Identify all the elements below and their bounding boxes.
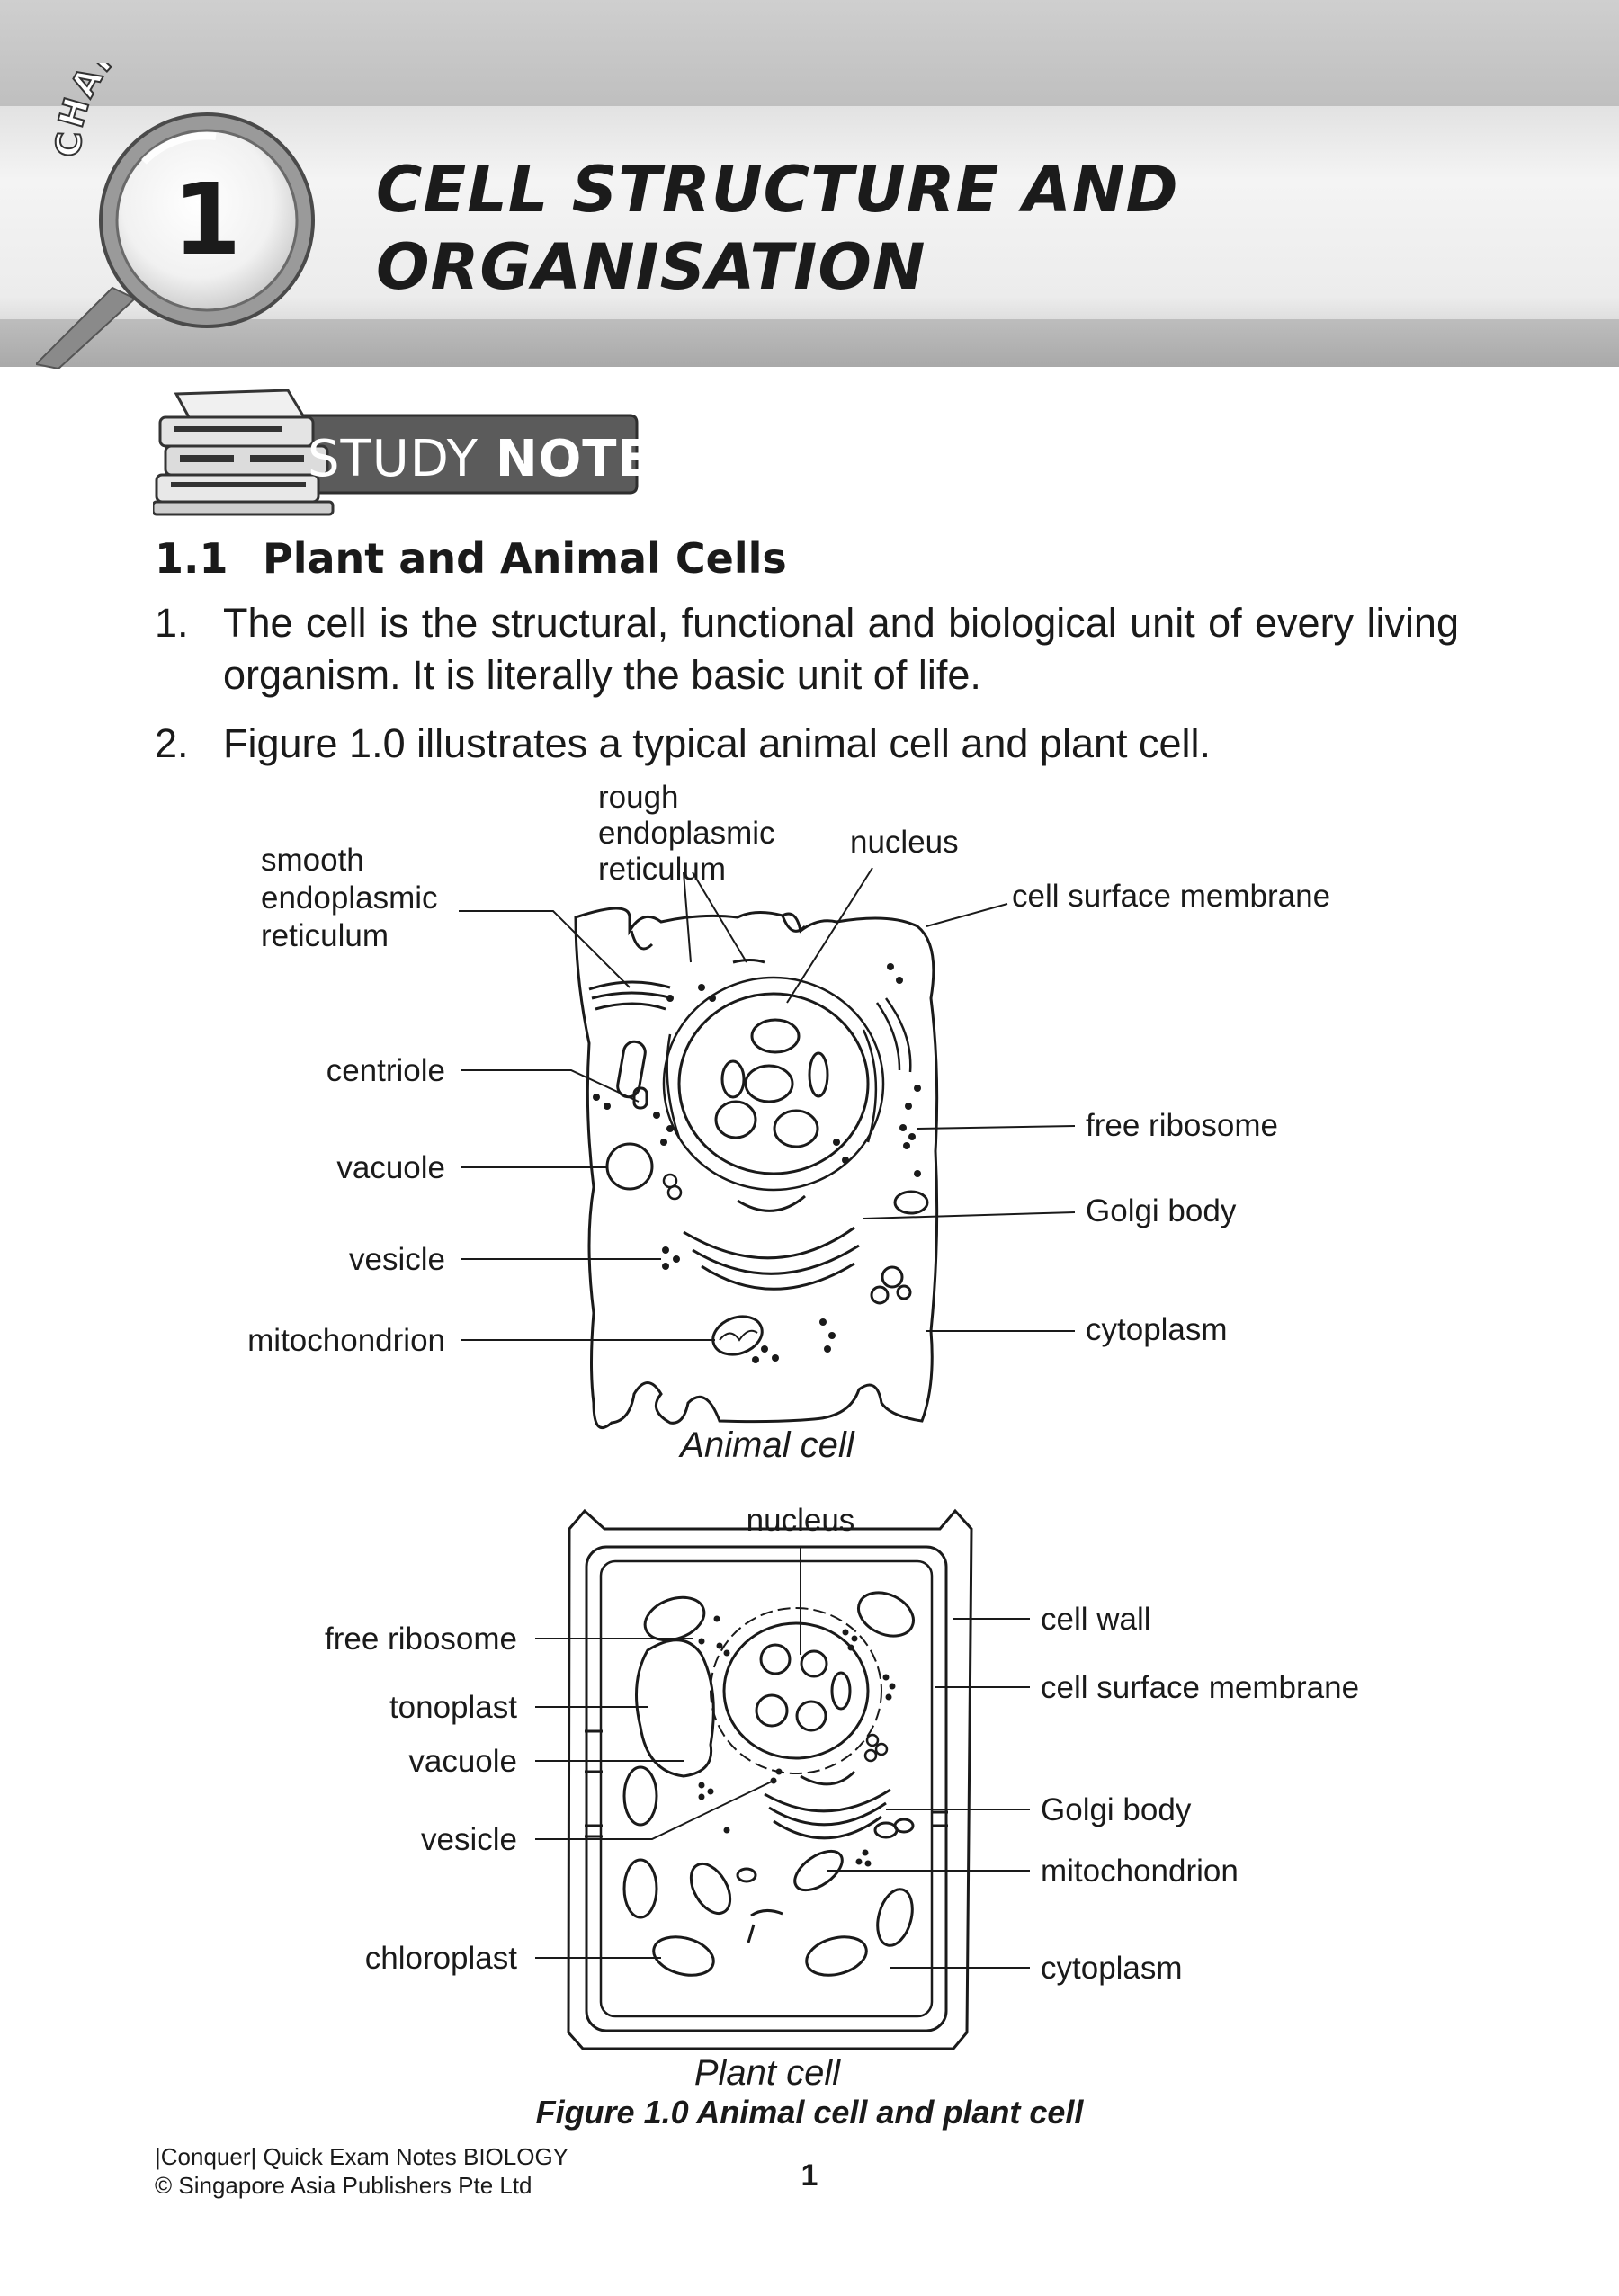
label-free-ribosome: free ribosome <box>1086 1108 1278 1143</box>
plant-cell-wall <box>567 1508 973 2050</box>
label-cytoplasm: cytoplasm <box>1086 1312 1228 1347</box>
label-vesicle: vesicle <box>349 1242 445 1277</box>
label-plant-nucleus: nucleus <box>747 1503 855 1538</box>
paragraph-1: 1. The cell is the structural, functiona… <box>155 597 1459 701</box>
label-mitochondrion: mitochondrion <box>247 1323 445 1358</box>
banner-top-strip <box>0 0 1619 106</box>
paragraph-text: Figure 1.0 illustrates a typical animal … <box>223 720 1212 766</box>
label-cell-wall: cell wall <box>1041 1602 1151 1637</box>
study-notes-light: STUDY <box>308 430 479 488</box>
paragraph-number: 1. <box>155 600 189 646</box>
plant-vacuole <box>635 1639 715 1778</box>
animal-cell-diagram: rough endoplasmic reticulum nucleus smoo… <box>0 773 1619 1475</box>
chapter-title: CELL STRUCTURE AND ORGANISATION <box>376 151 1455 306</box>
chapter-title-line2: ORGANISATION <box>376 230 926 304</box>
footer-credit: |Conquer| Quick Exam Notes BIOLOGY © Sin… <box>155 2142 568 2200</box>
section-number: 1.1 <box>155 534 228 583</box>
study-notes-bold: NOTES <box>495 430 691 488</box>
chapter-title-line1: CELL STRUCTURE AND <box>376 153 1179 227</box>
study-notes-label: STUDY NOTES <box>308 430 690 488</box>
label-rough-er: endoplasmic <box>598 816 775 851</box>
label-golgi-body: Golgi body <box>1086 1193 1237 1228</box>
label-chloroplast: chloroplast <box>365 1941 518 1976</box>
label-rough-er: rough <box>598 780 679 815</box>
plant-nucleus <box>722 1621 870 1760</box>
label-smooth-er: smooth <box>261 843 364 878</box>
label-plant-mitochondrion: mitochondrion <box>1041 1854 1239 1889</box>
animal-cell-membrane <box>574 907 939 1429</box>
label-rough-er: reticulum <box>598 852 726 887</box>
label-centriole: centriole <box>326 1053 445 1088</box>
paragraph-text: The cell is the structural, functional a… <box>223 600 1459 698</box>
label-plant-golgi-body: Golgi body <box>1041 1792 1192 1827</box>
label-nucleus: nucleus <box>850 825 959 860</box>
label-plant-cell-surface-membrane: cell surface membrane <box>1041 1670 1359 1705</box>
label-smooth-er: endoplasmic <box>261 880 438 916</box>
paragraph-number: 2. <box>155 720 189 766</box>
label-plant-cytoplasm: cytoplasm <box>1041 1951 1183 1986</box>
footer-book-title: |Conquer| Quick Exam Notes BIOLOGY <box>155 2143 569 2170</box>
label-plant-vesicle: vesicle <box>421 1822 517 1857</box>
paragraph-2: 2. Figure 1.0 illustrates a typical anim… <box>155 718 1459 770</box>
label-tonoplast: tonoplast <box>389 1690 517 1725</box>
label-vacuole: vacuole <box>336 1150 445 1185</box>
footer-copyright: © Singapore Asia Publishers Pte Ltd <box>155 2172 532 2199</box>
label-plant-vacuole: vacuole <box>408 1744 517 1779</box>
plant-cell-diagram: nucleus free ribosome cell wall tonoplas… <box>0 1475 1619 2095</box>
section-heading: 1.1 Plant and Animal Cells <box>155 534 787 583</box>
magnifier-icon: CHAPTER 1 <box>36 63 315 369</box>
plant-cell-title: Plant cell <box>694 2053 841 2093</box>
animal-nucleus <box>677 992 870 1175</box>
animal-cell-title: Animal cell <box>678 1425 855 1465</box>
section-title: Plant and Animal Cells <box>263 534 787 583</box>
label-plant-free-ribosome: free ribosome <box>325 1621 517 1657</box>
books-icon <box>153 389 639 516</box>
chapter-number: 1 <box>173 162 242 277</box>
label-cell-surface-membrane: cell surface membrane <box>1012 879 1330 914</box>
label-smooth-er: reticulum <box>261 918 389 953</box>
banner-bottom-strip <box>0 319 1619 367</box>
figure-caption: Figure 1.0 Animal cell and plant cell <box>535 2094 1084 2131</box>
page-number: 1 <box>801 2158 818 2193</box>
